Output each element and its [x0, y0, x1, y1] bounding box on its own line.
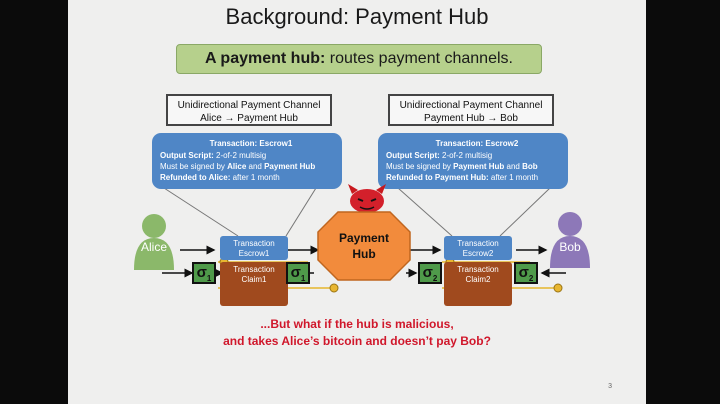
devil-icon	[348, 184, 386, 213]
alice-person-icon	[134, 214, 174, 270]
channel-right-line2: Payment Hub → Bob	[424, 113, 518, 124]
question-line1: ...But what if the hub is malicious,	[260, 317, 454, 331]
banner-text: routes payment channels.	[325, 50, 513, 67]
escrow1-output-text: 2-of-2 multisig	[213, 151, 267, 160]
tx-escrow2: Transaction Escrow2	[444, 236, 512, 260]
escrow1-refund-label: Refunded to Alice:	[160, 173, 231, 182]
tx-escrow1: Transaction Escrow1	[220, 236, 288, 260]
hub-label-line2: Hub	[352, 247, 376, 261]
tx-escrow2-l2: Escrow2	[462, 249, 494, 258]
tx-claim2-l2: Claim2	[465, 275, 491, 284]
escrow1-output-label: Output Script:	[160, 151, 214, 160]
escrow2-description: Transaction: Escrow2 Output Script: 2-of…	[378, 133, 568, 189]
sigma-symbol: σ	[196, 264, 207, 281]
channel-header-right: Unidirectional Payment Channel Payment H…	[388, 94, 554, 126]
page-number: 3	[608, 383, 612, 390]
tx-escrow1-l2: Escrow1	[238, 249, 270, 258]
tx-claim2-l1: Transaction	[457, 265, 499, 274]
slide: Background: Payment Hub A payment hub: r…	[68, 0, 646, 404]
banner-bold: A payment hub:	[205, 50, 326, 67]
malicious-hub-question: ...But what if the hub is malicious, and…	[68, 316, 646, 350]
escrow2-signed-mid: and	[504, 162, 523, 171]
escrow1-signer2: Payment Hub	[264, 162, 316, 171]
alice-label: Alice	[140, 240, 167, 254]
payment-hub: Payment Hub	[316, 210, 412, 282]
question-line2: and takes Alice’s bitcoin and doesn’t pa…	[223, 334, 491, 348]
tx-claim1: Transaction Claim1	[220, 262, 288, 306]
escrow2-signed-pre: Must be signed by	[386, 162, 454, 171]
hub-shape	[317, 211, 411, 281]
escrow1-signed-mid: and	[246, 162, 265, 171]
escrow1-refund-text: after 1 month	[230, 173, 280, 182]
escrow1-header: Transaction: Escrow1	[209, 139, 293, 148]
escrow2-header: Transaction: Escrow2	[435, 139, 519, 148]
hub-label-line1: Payment	[338, 231, 390, 245]
channel-left-line2: Alice → Payment Hub	[200, 113, 298, 124]
bob-person-icon	[550, 212, 590, 268]
escrow2-signer1: Payment Hub	[453, 162, 505, 171]
tx-escrow1-l1: Transaction	[233, 239, 275, 248]
signature-alice-1: σ1	[192, 262, 216, 284]
escrow1-signed-pre: Must be signed by	[160, 162, 228, 171]
escrow1-description: Transaction: Escrow1 Output Script: 2-of…	[152, 133, 342, 189]
sigma-symbol: σ	[422, 264, 433, 281]
signature-bob-2: σ2	[514, 262, 538, 284]
sigma-subscript: 2	[432, 274, 438, 283]
sigma-symbol: σ	[290, 264, 301, 281]
slide-title: Background: Payment Hub	[225, 4, 489, 29]
channel-right-line1: Unidirectional Payment Channel	[399, 100, 543, 111]
tx-claim2: Transaction Claim2	[444, 262, 512, 306]
tx-escrow2-l1: Transaction	[457, 239, 499, 248]
sigma-subscript: 2	[528, 274, 534, 283]
escrow2-signer2: Bob	[522, 162, 538, 171]
channel-left-line1: Unidirectional Payment Channel	[177, 100, 321, 111]
escrow2-refund-text: after 1 month	[488, 173, 539, 182]
escrow2-output-text: 2-of-2 multisig	[439, 151, 493, 160]
sigma-symbol: σ	[518, 264, 529, 281]
sigma-subscript: 1	[300, 274, 306, 283]
signature-hub-2: σ2	[418, 262, 442, 284]
sigma-subscript: 1	[206, 274, 212, 283]
tx-claim1-l2: Claim1	[241, 275, 267, 284]
escrow1-signer1: Alice	[227, 162, 247, 171]
channel-header-left: Unidirectional Payment Channel Alice → P…	[166, 94, 332, 126]
escrow2-refund-label: Refunded to Payment Hub:	[386, 173, 489, 182]
hub-label: Payment Hub	[316, 230, 412, 262]
bob-label: Bob	[559, 240, 581, 254]
definition-banner: A payment hub: routes payment channels.	[176, 44, 542, 74]
signature-hub-1: σ1	[286, 262, 310, 284]
escrow2-output-label: Output Script:	[386, 151, 440, 160]
tx-claim1-l1: Transaction	[233, 265, 275, 274]
